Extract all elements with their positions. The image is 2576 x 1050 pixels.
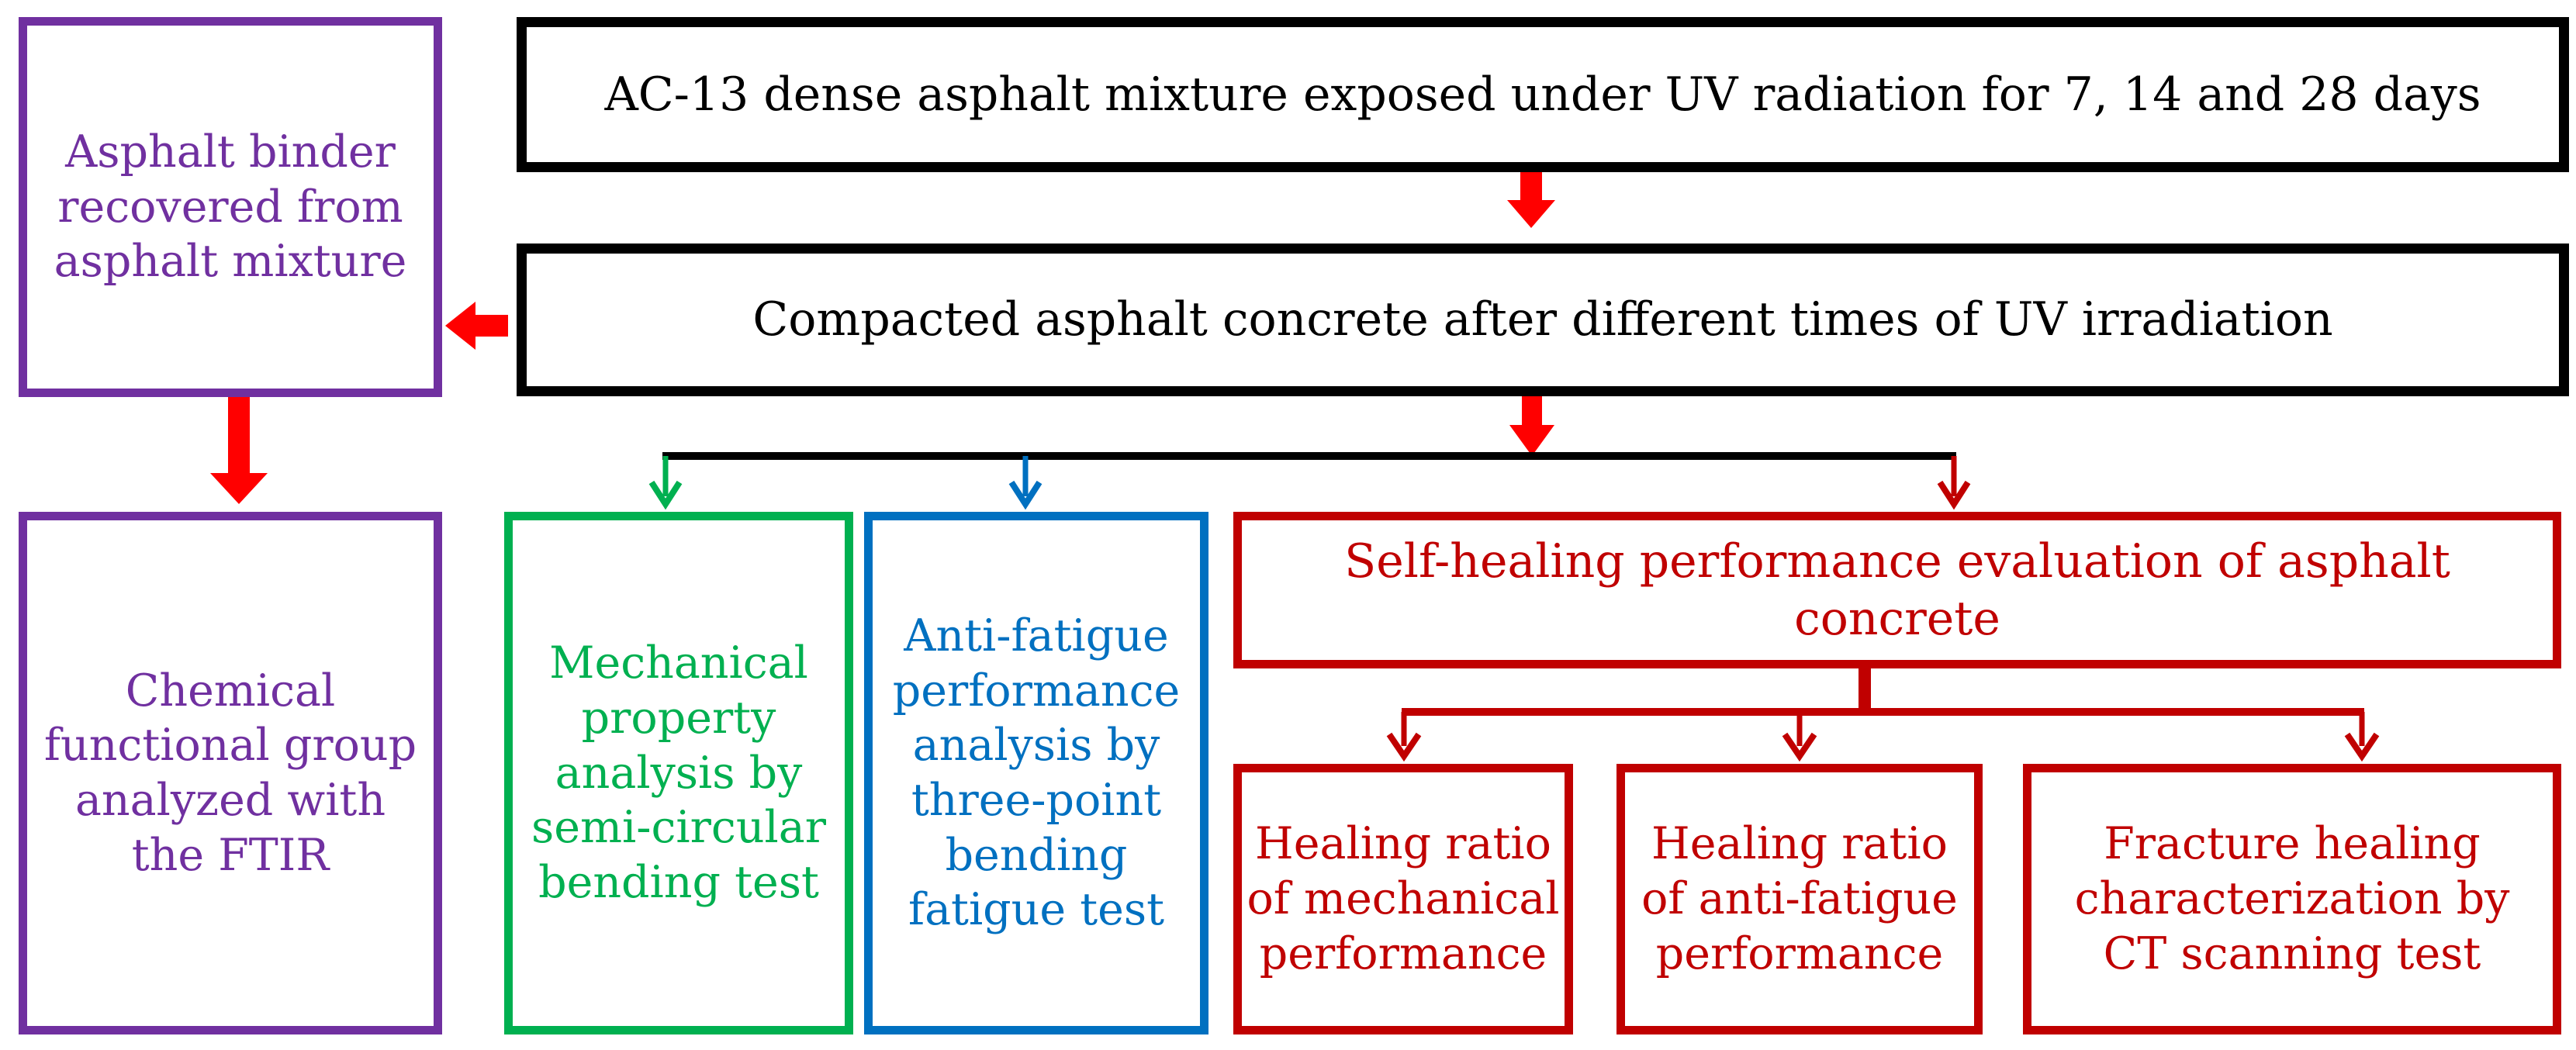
ct-scanning-box: Fracture healing characterization by CT … xyxy=(2023,764,2561,1034)
arrow-compacted-to-branch xyxy=(1509,394,1554,456)
arrow-binder-to-ftir xyxy=(210,394,268,504)
uv-exposure-box: AC-13 dense asphalt mixture exposed unde… xyxy=(517,17,2569,172)
mechanical-property-box: Mechanical property analysis by semi-cir… xyxy=(504,512,853,1034)
sub-to-ct-head xyxy=(2344,732,2380,762)
self-healing-box: Self-healing performance evaluation of a… xyxy=(1233,512,2561,668)
anti-fatigue-box: Anti-fatigue performance analysis by thr… xyxy=(864,512,1208,1034)
branch-to-selfhealing-head xyxy=(1937,480,1971,510)
arrow-top-to-compacted xyxy=(1507,167,1555,228)
ftir-box: Chemical functional group analyzed with … xyxy=(19,512,442,1034)
branch-to-antifatigue-head xyxy=(1008,480,1043,510)
healing-ratio-fatigue-box: Healing ratio of anti-fatigue performanc… xyxy=(1616,764,1983,1034)
compacted-concrete-box: Compacted asphalt concrete after differe… xyxy=(517,244,2569,396)
arrow-compacted-to-binder xyxy=(445,302,508,350)
sub-to-healing-fatigue-head xyxy=(1782,732,1817,762)
branch-to-mechanical-head xyxy=(648,480,683,510)
binder-recovered-box: Asphalt binder recovered from asphalt mi… xyxy=(19,17,442,397)
sub-to-healing-mech-head xyxy=(1386,732,1422,762)
healing-ratio-mechanical-box: Healing ratio of mechanical performance xyxy=(1233,764,1573,1034)
